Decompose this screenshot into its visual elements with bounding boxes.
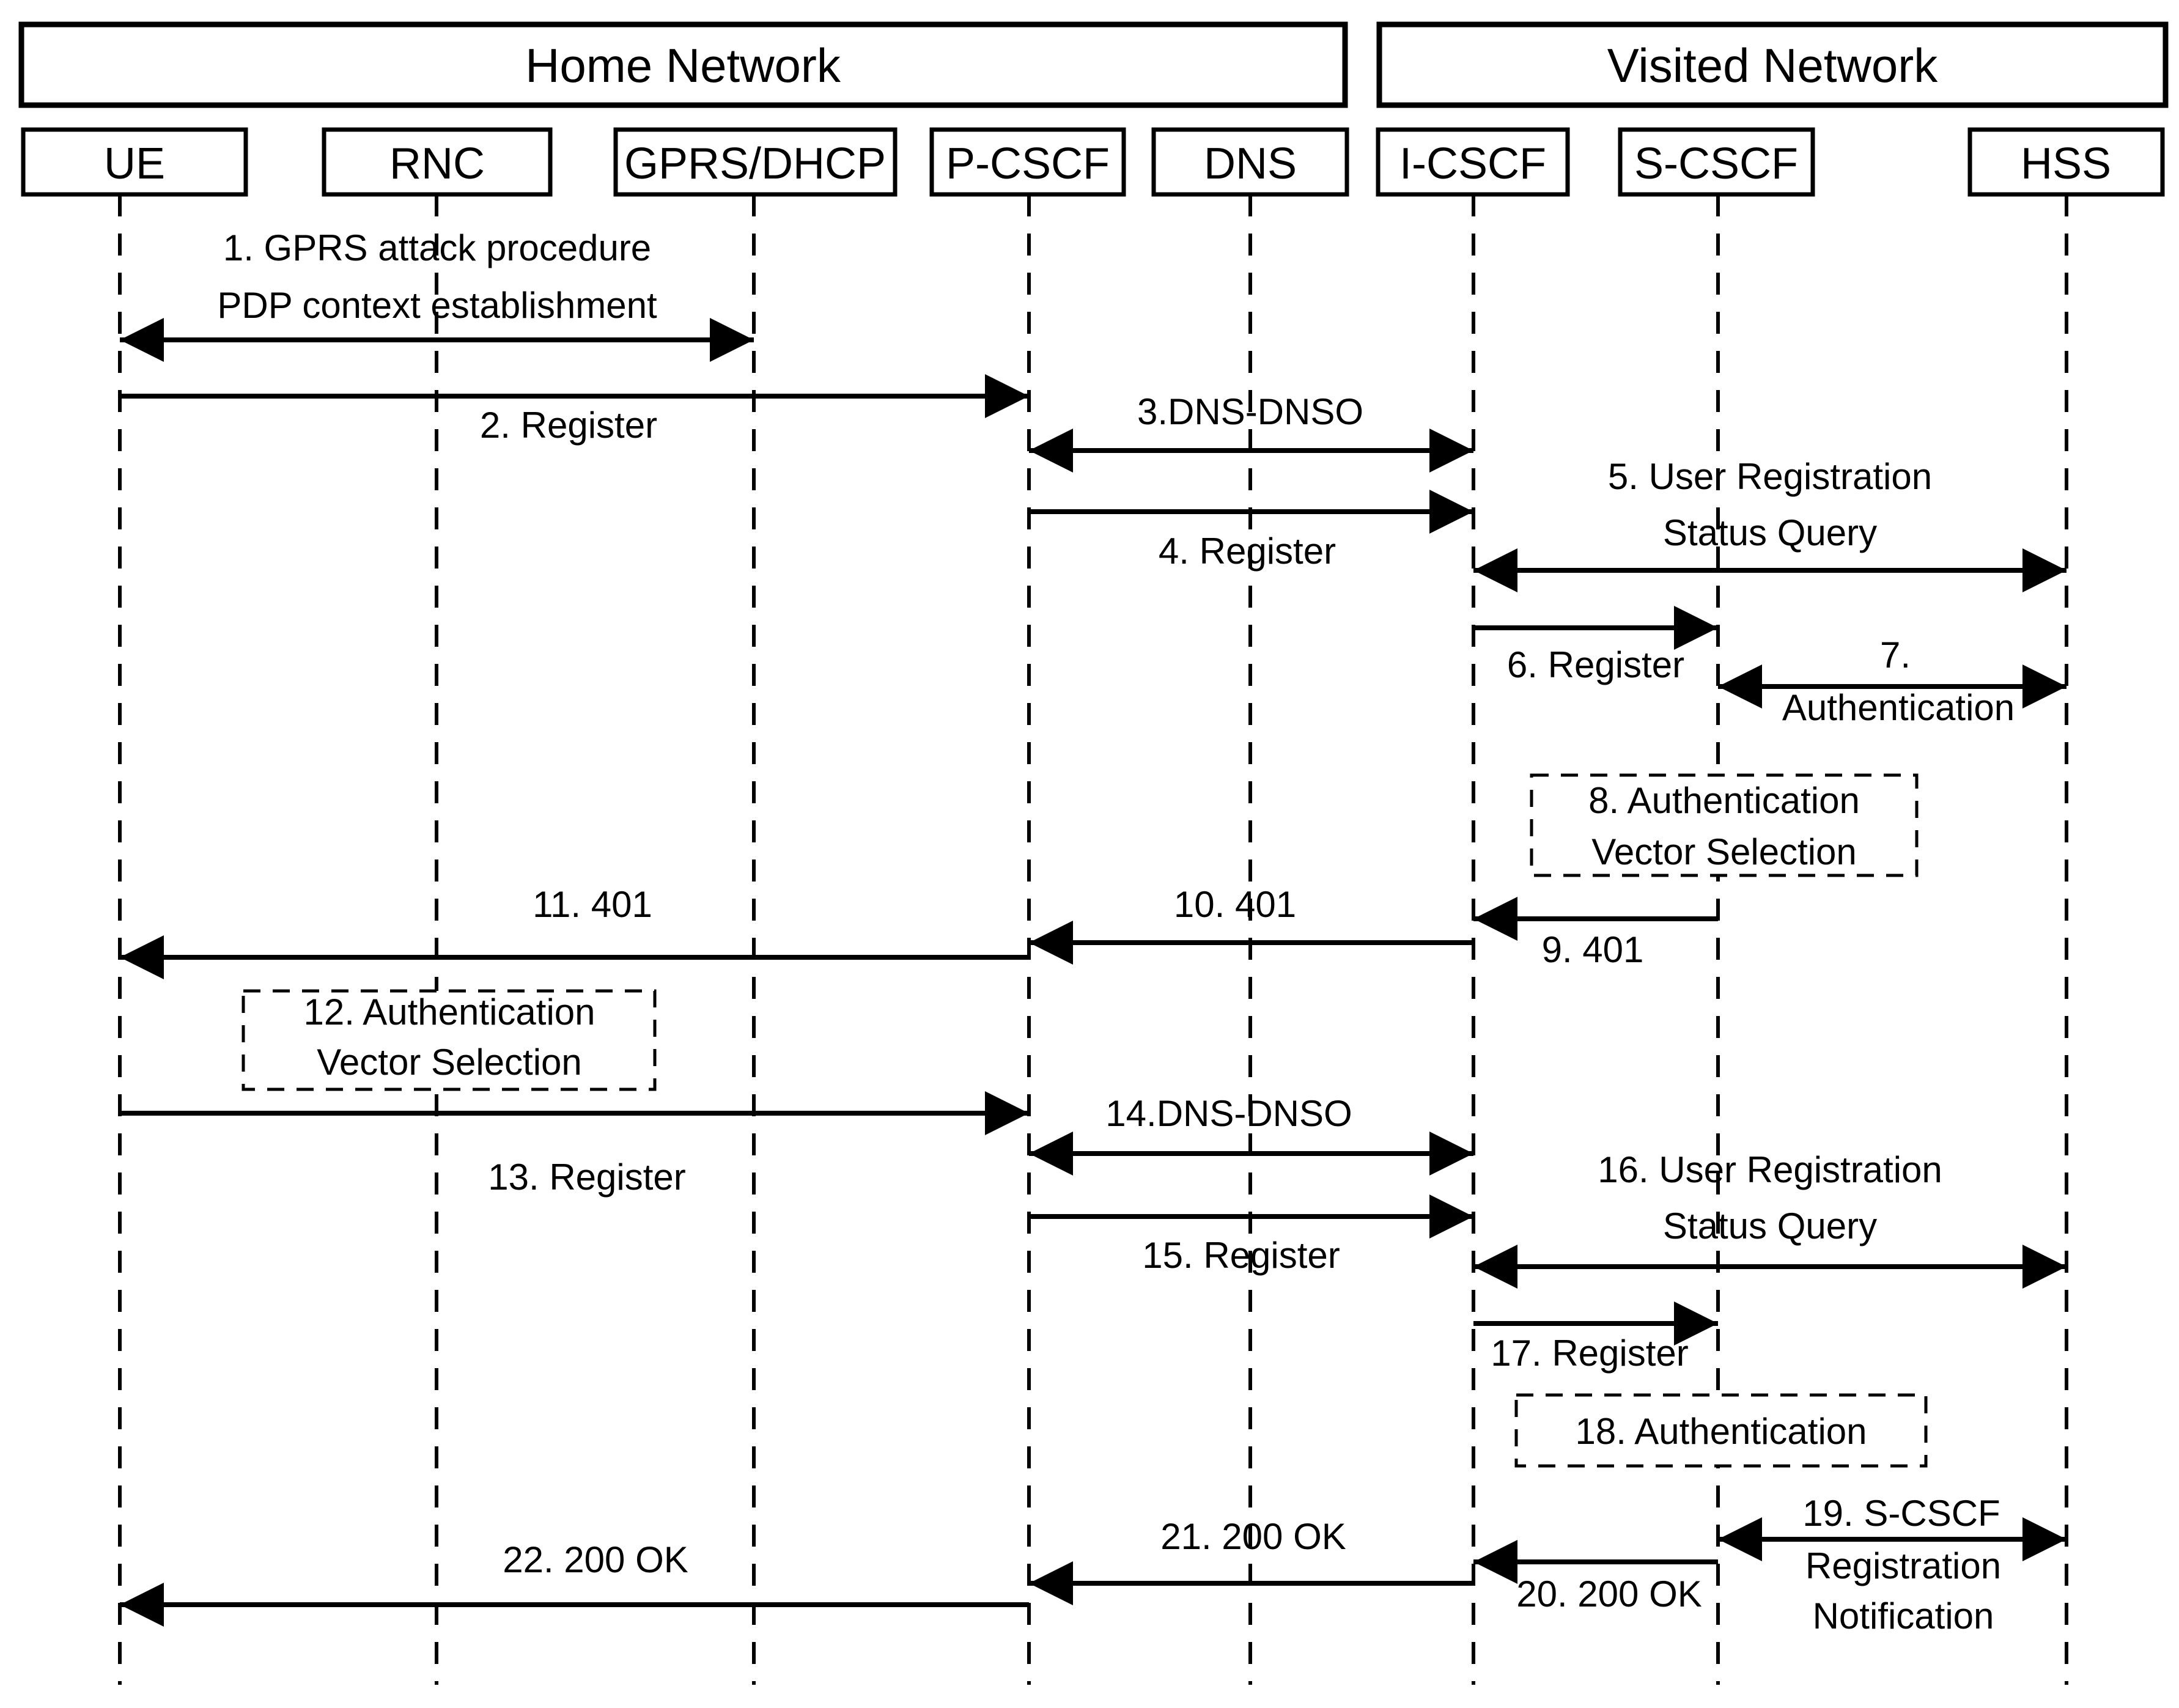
process-box-18 (1514, 1393, 1928, 1468)
actor-box-dns (1151, 127, 1349, 197)
actor-label-ue: UE (104, 139, 165, 188)
actor-label-rnc: RNC (389, 139, 485, 188)
actor-box-p-cscf (929, 127, 1126, 197)
actor-label-gprs-dhcp: GPRS/DHCP (624, 139, 886, 188)
message-label-22: 22. 200 OK (503, 1539, 688, 1580)
actor-label-hss: HSS (2021, 139, 2111, 188)
message-label-13: 13. Register (488, 1157, 686, 1198)
message-label-14: 14.DNS-DNSO (1105, 1093, 1352, 1134)
process-box-18-line1: 18. Authentication (1575, 1411, 1867, 1452)
actor-box-gprs-dhcp (613, 127, 898, 197)
process-box-8-line1: 8. Authentication (1588, 780, 1860, 821)
actor-label-i-cscf: I-CSCF (1399, 139, 1546, 188)
visited-network-frame (1376, 21, 2169, 108)
message-label-1-line1: 1. GPRS attack procedure (223, 227, 651, 268)
actor-box-i-cscf (1376, 127, 1570, 197)
message-label-11: 11. 401 (533, 884, 652, 925)
message-label-9: 9. 401 (1542, 929, 1644, 970)
message-label-6: 6. Register (1507, 644, 1684, 685)
message-label-1-line2: PDP context establishment (217, 285, 657, 326)
message-label-4: 4. Register (1159, 531, 1336, 572)
message-label-7-line1: 7. (1880, 635, 1911, 675)
actor-box-hss (1967, 127, 2165, 197)
actor-box-s-cscf (1618, 127, 1815, 197)
message-label-20: 20. 200 OK (1516, 1574, 1702, 1614)
message-label-19-line3: Notification (1813, 1596, 1994, 1636)
process-box-12 (241, 989, 657, 1091)
message-label-10: 10. 401 (1174, 884, 1296, 925)
actor-box-ue (21, 127, 248, 197)
message-label-5-line2: Status Query (1663, 512, 1877, 553)
message-label-19-line1: 19. S-CSCF (1802, 1493, 2000, 1534)
process-box-12-line1: 12. Authentication (303, 992, 595, 1033)
message-label-19-line2: Registration (1805, 1545, 2001, 1586)
message-label-3: 3.DNS-DNSO (1137, 391, 1363, 432)
message-label-21: 21. 200 OK (1160, 1516, 1346, 1557)
actor-label-s-cscf: S-CSCF (1634, 139, 1798, 188)
home-network-label: Home Network (525, 39, 841, 92)
visited-network-label: Visited Network (1607, 39, 1938, 92)
message-label-2: 2. Register (480, 405, 657, 446)
message-label-16-line1: 16. User Registration (1598, 1149, 1942, 1190)
message-label-16-line2: Status Query (1663, 1206, 1877, 1246)
actor-label-dns: DNS (1204, 139, 1297, 188)
actor-label-p-cscf: P-CSCF (946, 139, 1110, 188)
process-box-8 (1530, 773, 1919, 877)
message-label-7-line2: Authentication (1782, 687, 2015, 728)
message-label-15: 15. Register (1142, 1235, 1340, 1276)
process-box-8-line2: Vector Selection (1591, 831, 1857, 872)
actor-box-rnc (322, 127, 553, 197)
process-box-12-line2: Vector Selection (317, 1042, 582, 1083)
home-network-frame (18, 21, 1348, 108)
message-label-5-line1: 5. User Registration (1608, 456, 1932, 497)
message-label-17: 17. Register (1491, 1333, 1689, 1374)
